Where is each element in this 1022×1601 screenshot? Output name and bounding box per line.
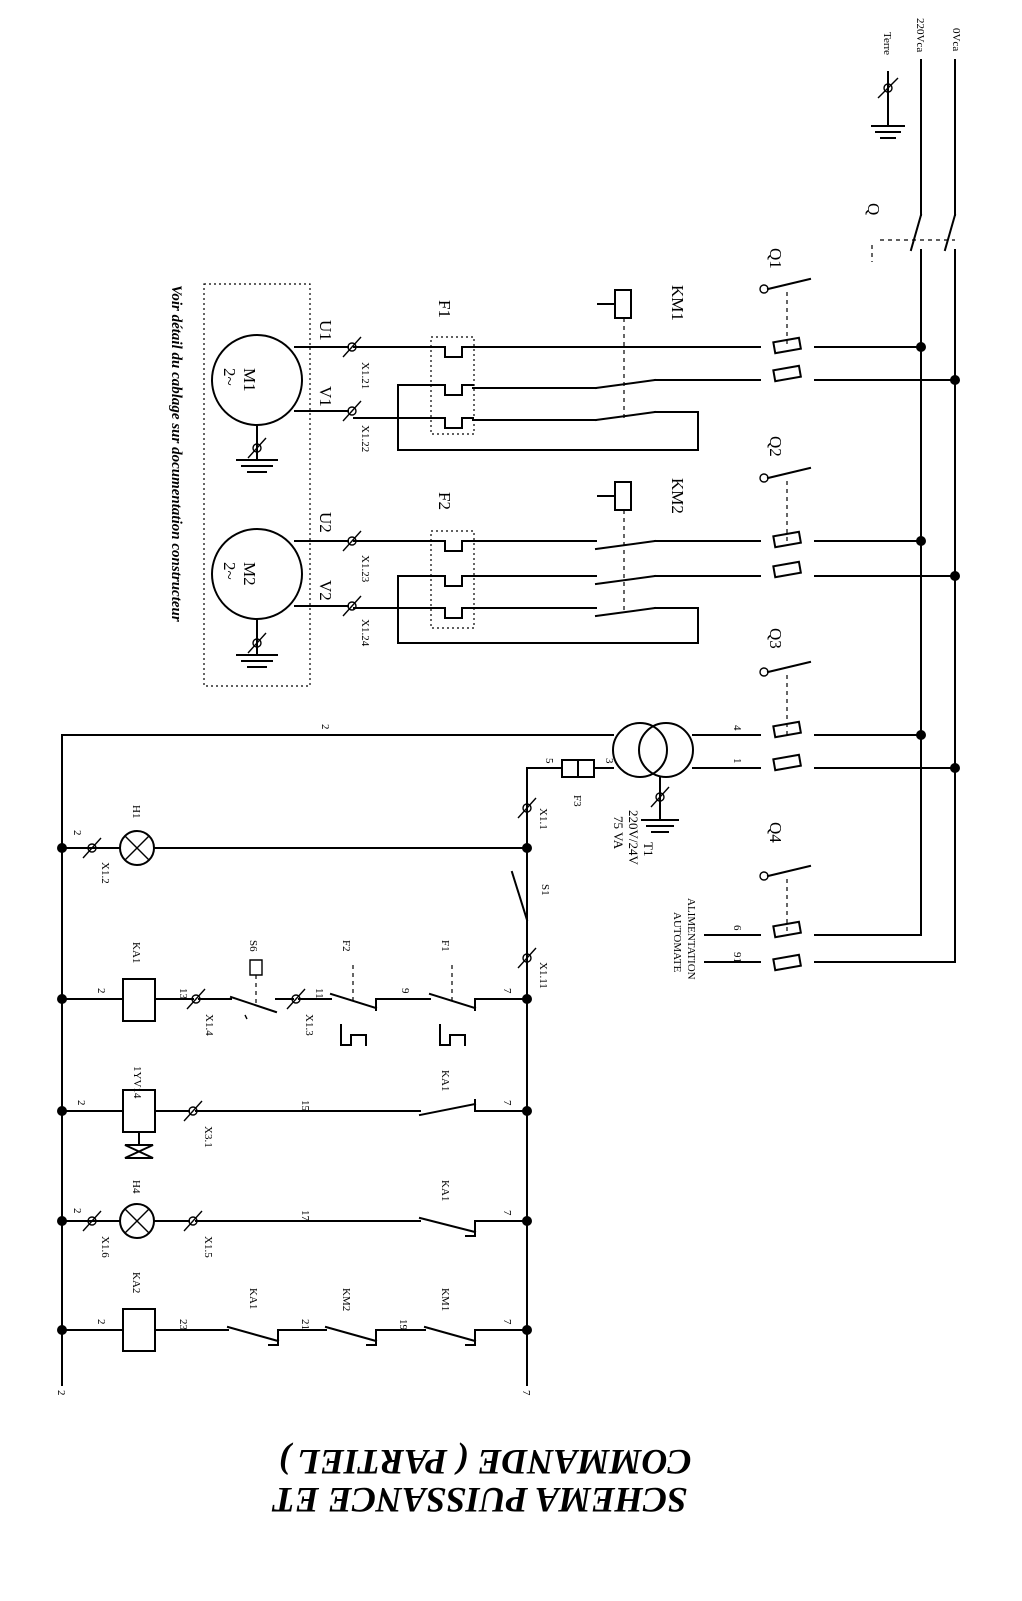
neutral-label: 0Vca (950, 28, 962, 51)
q4-label: Q4 (766, 822, 785, 843)
rung4-c2-label: KM2 (340, 1288, 352, 1311)
rung1-f1-label: F1 (439, 940, 451, 952)
km1-label: KM1 (668, 285, 687, 321)
rung2-coil-label: 1YV14 (131, 1066, 143, 1099)
transformer-section: Q3 4 1 T1 220V/24V 75 VA 2 3 (61, 628, 960, 866)
wire-5-label: 5 (543, 758, 555, 764)
x1-24-label: X1.24 (359, 619, 371, 647)
u2-label: U2 (316, 512, 335, 533)
rung2-w15-label: 15 (299, 1100, 311, 1112)
rung3-x15-label: X1.5 (202, 1236, 214, 1258)
wire-91-label: 91 (731, 952, 743, 963)
rung1-w9-label: 9 (399, 988, 411, 994)
wiring-note: Voir détail du cablage sur documentation… (168, 285, 184, 622)
x1-22-label: X1.22 (359, 425, 371, 452)
title-line-2: COMMANDE ( PARTIEL ) (278, 1442, 691, 1482)
rung3-lamp-label: H4 (130, 1180, 142, 1194)
rung1-w11-label: 11 (313, 988, 325, 999)
q3-label: Q3 (766, 628, 785, 649)
t1-label: T1 (641, 842, 656, 856)
plc-label-2: AUTOMATE (671, 912, 683, 973)
q1-label: Q1 (766, 248, 785, 269)
rung1-w13-label: 13 (177, 988, 189, 1000)
rung3-w7-label: 7 (501, 1210, 513, 1216)
t1-power-label: 75 VA (611, 816, 626, 850)
rung2-contact-label: KA1 (439, 1070, 451, 1091)
rung2-w7-label: 7 (501, 1100, 513, 1106)
rung1-coil-w2-label: 2 (95, 988, 107, 994)
rung1-f2-label: F2 (340, 940, 352, 952)
rung1-w7-label: 7 (501, 988, 513, 994)
phase-label: 220Vca (914, 18, 926, 52)
wire-2-top-label: 2 (319, 724, 331, 730)
m2-type-label: 2~ (220, 562, 239, 580)
rung4-coil-label: KA2 (130, 1272, 142, 1293)
s1-label: S1 (539, 884, 551, 896)
f1-label: F1 (435, 300, 454, 318)
rung3-x16-label: X1.6 (99, 1236, 111, 1258)
title-block: SCHEMA PUISSANCE ET COMMANDE ( PARTIEL ) (271, 1442, 692, 1520)
t1-ratio-label: 220V/24V (626, 810, 641, 866)
x1-2-label: X1.2 (99, 862, 111, 884)
earth-label: Terre (881, 32, 893, 55)
rail-left-label: 2 (55, 1390, 67, 1396)
motor-circuit-1: Q1 KM1 F1 (211, 248, 960, 473)
m1-type-label: 2~ (220, 368, 239, 386)
x1-21-label: X1.21 (359, 362, 371, 389)
v2-label: V2 (316, 580, 335, 601)
wire-1-label: 1 (731, 758, 743, 764)
rung3-lamp-w2-label: 2 (71, 1208, 83, 1214)
wire-3-label: 3 (603, 758, 615, 764)
rung3-w17-label: 17 (299, 1210, 311, 1222)
rung4-w7-label: 7 (501, 1319, 513, 1325)
rail-right-label: 7 (520, 1390, 532, 1396)
supply-section: Terre 220Vca 0Vca Q (864, 18, 962, 963)
motor-circuit-2: Q2 KM2 F2 (211, 436, 960, 668)
rung4-coil-w2-label: 2 (95, 1319, 107, 1325)
rung4-w21-label: 21 (299, 1319, 311, 1330)
rung1-x13-label: X1.3 (303, 1014, 315, 1036)
km2-label: KM2 (668, 478, 687, 514)
rung4-c3-label: KM1 (439, 1288, 451, 1311)
f3-label: F3 (571, 795, 583, 807)
rung2-coil-w2-label: 2 (75, 1100, 87, 1106)
rung4-w23-label: 23 (177, 1319, 189, 1331)
motor-enclosure: Voir détail du cablage sur documentation… (168, 283, 311, 687)
x1-11-label: X1.11 (537, 962, 549, 989)
rung4-c1-label: KA1 (247, 1288, 259, 1309)
wire-6-label: 6 (731, 925, 743, 931)
rung1-coil-label: KA1 (130, 942, 142, 963)
rung1-s6-label: S6 (247, 940, 259, 952)
h1-label: H1 (130, 805, 142, 818)
q2-label: Q2 (766, 436, 785, 457)
rung1-x14-label: X1.4 (203, 1014, 215, 1036)
wire-4-label: 4 (731, 725, 743, 731)
h1-wire-2-label: 2 (71, 830, 83, 836)
title-line-1: SCHEMA PUISSANCE ET (271, 1480, 687, 1520)
m1-label: M1 (240, 368, 259, 392)
u1-label: U1 (316, 320, 335, 341)
main-switch-label: Q (864, 203, 883, 215)
rung3-contact-label: KA1 (439, 1180, 451, 1201)
f2-label: F2 (435, 492, 454, 510)
m2-label: M2 (240, 562, 259, 586)
v1-label: V1 (316, 386, 335, 407)
rung4-w19-label: 19 (397, 1319, 409, 1331)
x1-23-label: X1.23 (359, 555, 371, 583)
rung2-x31-label: X3.1 (202, 1126, 214, 1148)
control-section: 2 7 X1.1 H1 X1.2 2 S1 X1.11 7 F1 (55, 734, 551, 1396)
plc-supply-section: Q4 6 91 ALIMENTATION AUTOMATE (671, 822, 956, 980)
x1-1-label: X1.1 (537, 808, 549, 830)
plc-label-1: ALIMENTATION (685, 898, 697, 980)
